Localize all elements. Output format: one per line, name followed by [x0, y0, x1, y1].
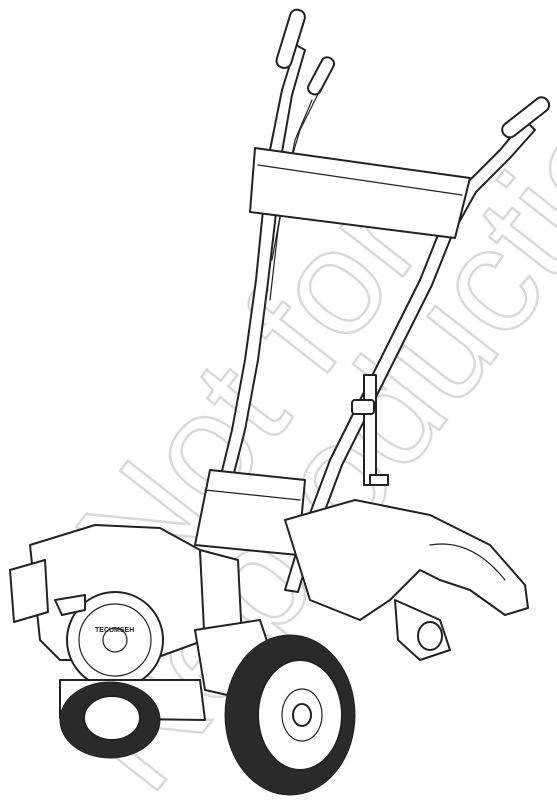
- depth-bar-knob: [351, 399, 375, 415]
- handle-panel: [249, 147, 471, 239]
- right-rim-ring: [281, 688, 323, 742]
- left-grip: [275, 8, 306, 69]
- depth-bar-post: [363, 374, 377, 486]
- depth-bar-pin: [369, 474, 389, 486]
- starter-handle: [54, 594, 86, 616]
- frame-crossbar: [204, 489, 301, 501]
- right-wheel-hub: [292, 703, 312, 727]
- tine-hood: [284, 499, 529, 621]
- depth-bar: [351, 374, 389, 486]
- panel-edge: [257, 164, 463, 196]
- recoil-starter-ring: [78, 603, 152, 677]
- control-lever-grip: [307, 56, 336, 96]
- recoil-starter-hub: [102, 627, 128, 653]
- hood-flap-edge: [429, 543, 506, 581]
- engine-brand-label: TECUMSEH: [95, 627, 134, 634]
- handle-base-frame: [194, 469, 306, 556]
- left-wheel: [59, 681, 161, 759]
- right-grip: [501, 96, 551, 139]
- air-filter: [9, 559, 49, 623]
- left-rim: [83, 695, 141, 741]
- tine-shaft-hub: [417, 621, 443, 651]
- right-wheel: [224, 634, 356, 796]
